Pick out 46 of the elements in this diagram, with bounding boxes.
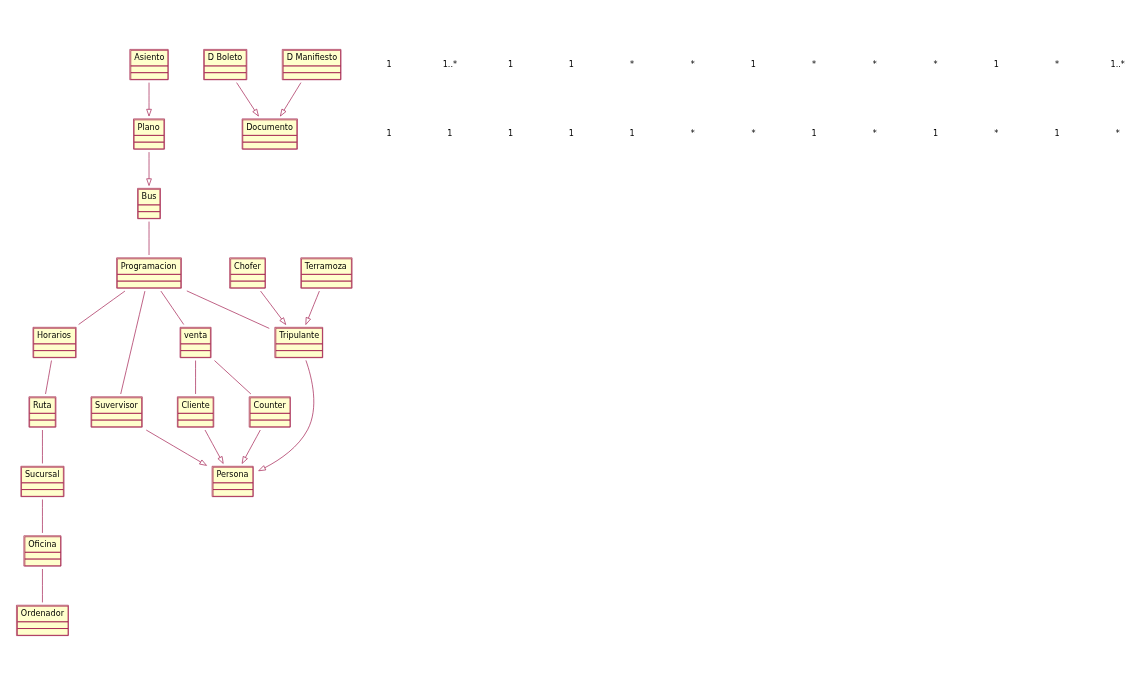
arrow [280, 81, 302, 116]
label: * [751, 127, 756, 138]
label: 1 [568, 58, 574, 69]
label: 1 [811, 127, 817, 138]
label: 1 [447, 127, 453, 138]
label: 1..* [442, 58, 458, 69]
label: * [690, 127, 695, 138]
arrow [305, 290, 320, 325]
arrow [204, 429, 224, 464]
arrow [145, 429, 207, 466]
label: * [1054, 58, 1060, 69]
label: * [1115, 127, 1120, 138]
arrow [146, 81, 152, 116]
arrow [241, 429, 261, 464]
connector [120, 290, 146, 394]
connector [214, 359, 252, 394]
connector [42, 568, 43, 603]
label: * [690, 58, 695, 69]
label: * [933, 58, 938, 69]
connector [42, 429, 43, 464]
connector [186, 290, 270, 329]
label: 1 [508, 127, 514, 138]
connector [160, 290, 185, 325]
label: 1 [933, 127, 939, 138]
arrow [146, 151, 152, 186]
label: 1 [1054, 127, 1060, 138]
label: * [630, 58, 635, 69]
label: 1 [993, 58, 999, 69]
label: 1 [386, 58, 392, 69]
label: * [994, 127, 999, 138]
label: 1 [568, 127, 574, 138]
label: * [872, 58, 877, 69]
arrow [236, 81, 259, 116]
connector [45, 359, 52, 394]
label: 1 [386, 127, 392, 138]
connector [195, 359, 196, 394]
label: * [872, 127, 877, 138]
connector [78, 290, 126, 325]
label: 1 [750, 58, 757, 69]
label: 1..* [1110, 58, 1125, 69]
label: 1 [629, 127, 635, 138]
label: * [812, 58, 817, 69]
connector [42, 498, 43, 533]
label: 1 [508, 58, 514, 69]
arrow [260, 290, 287, 325]
arrow [258, 359, 315, 471]
